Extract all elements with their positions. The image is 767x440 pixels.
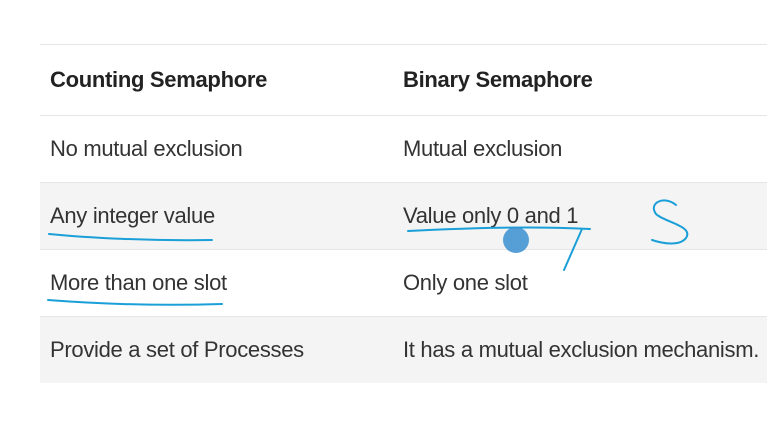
table-cell: More than one slot <box>50 270 227 295</box>
table-row: No mutual exclusion Mutual exclusion <box>40 116 767 183</box>
table-row: Provide a set of Processes It has a mutu… <box>40 317 767 383</box>
table-cell: No mutual exclusion <box>50 136 243 161</box>
semaphore-comparison-table: Counting Semaphore Binary Semaphore No m… <box>40 44 767 383</box>
table-cell: Provide a set of Processes <box>50 337 304 362</box>
table-cell: It has a mutual exclusion mechanism. <box>403 337 760 362</box>
table-cell: Value only 0 and 1 <box>403 203 579 228</box>
header-counting-semaphore: Counting Semaphore <box>50 67 268 92</box>
table-cell: Any integer value <box>50 203 215 228</box>
table-cell: Mutual exclusion <box>403 136 563 161</box>
table-row: More than one slot Only one slot <box>40 250 767 317</box>
table-header-row: Counting Semaphore Binary Semaphore <box>40 44 767 116</box>
header-binary-semaphore: Binary Semaphore <box>403 67 593 92</box>
table-row: Any integer value Value only 0 and 1 <box>40 183 767 250</box>
table-cell: Only one slot <box>403 270 528 295</box>
